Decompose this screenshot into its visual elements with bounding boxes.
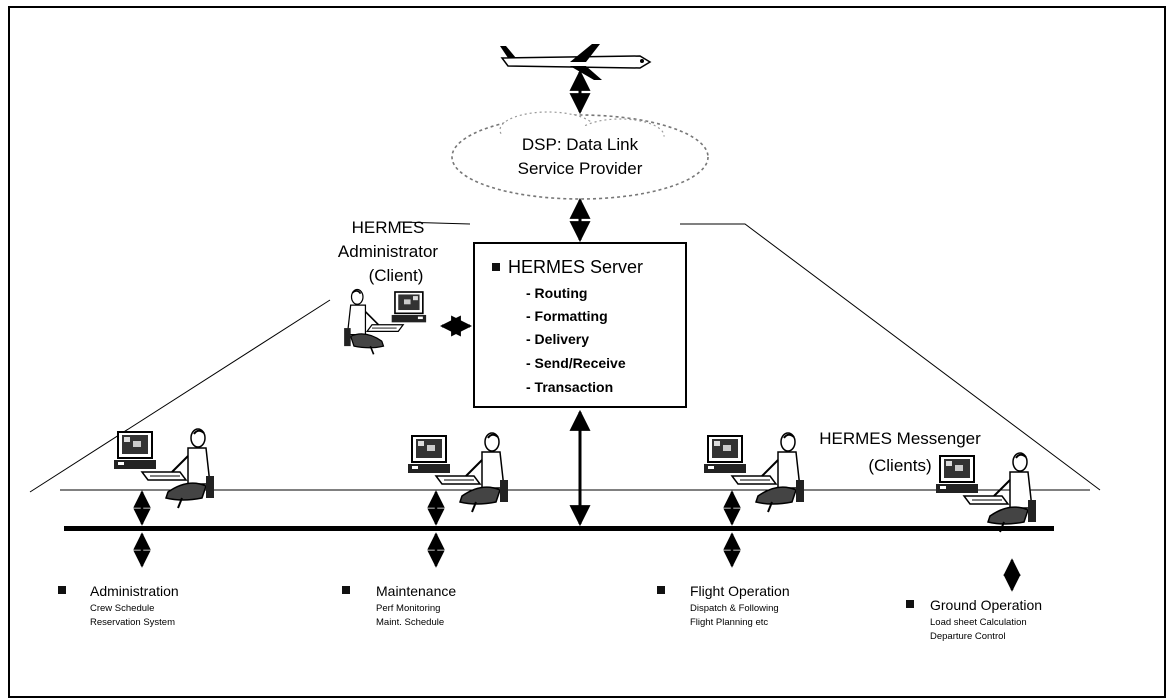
department-maintenance: Maintenance Perf Monitoring Maint. Sched…: [342, 583, 456, 628]
cloud-icon: [452, 112, 708, 199]
dsp-label-line2: Service Provider: [518, 159, 643, 178]
department-title: Flight Operation: [690, 583, 790, 599]
department-ground-operation: Ground Operation Load sheet Calculation …: [906, 597, 1042, 642]
network-bus: [64, 526, 1054, 531]
department-item: Departure Control: [930, 631, 1006, 642]
client-workstation-icon: [114, 429, 214, 508]
aircraft-icon: [500, 44, 650, 80]
admin-label-line3: (Client): [369, 266, 424, 285]
client-workstation-icon: [408, 433, 508, 512]
client-workstation-icon: [936, 453, 1036, 532]
messenger-label-line2: (Clients): [868, 456, 931, 475]
department-title: Administration: [90, 583, 179, 599]
department-administration: Administration Crew Schedule Reservation…: [58, 583, 179, 628]
server-function: - Transaction: [526, 379, 613, 395]
department-title: Ground Operation: [930, 597, 1042, 613]
square-bullet-icon: [58, 586, 66, 594]
admin-label-line2: Administrator: [338, 242, 438, 261]
server-title: HERMES Server: [508, 257, 643, 277]
department-item: Load sheet Calculation: [930, 617, 1027, 628]
department-item: Dispatch & Following: [690, 603, 779, 614]
square-bullet-icon: [342, 586, 350, 594]
client-workstation-icon: [704, 433, 804, 512]
server-function: - Delivery: [526, 331, 589, 347]
server-function: - Send/Receive: [526, 355, 626, 371]
department-item: Perf Monitoring: [376, 603, 440, 614]
server-bullet-icon: [492, 263, 500, 271]
department-title: Maintenance: [376, 583, 456, 599]
department-item: Flight Planning etc: [690, 617, 768, 628]
department-item: Crew Schedule: [90, 603, 154, 614]
department-flight-operation: Flight Operation Dispatch & Following Fl…: [657, 583, 790, 628]
department-item: Maint. Schedule: [376, 617, 444, 628]
messenger-label-line1: HERMES Messenger: [819, 429, 981, 448]
dsp-label-line1: DSP: Data Link: [522, 135, 639, 154]
department-item: Reservation System: [90, 617, 175, 628]
admin-label-line1: HERMES: [352, 218, 425, 237]
square-bullet-icon: [657, 586, 665, 594]
admin-workstation-icon: [344, 290, 426, 355]
server-function: - Routing: [526, 285, 587, 301]
server-function: - Formatting: [526, 308, 608, 324]
square-bullet-icon: [906, 600, 914, 608]
